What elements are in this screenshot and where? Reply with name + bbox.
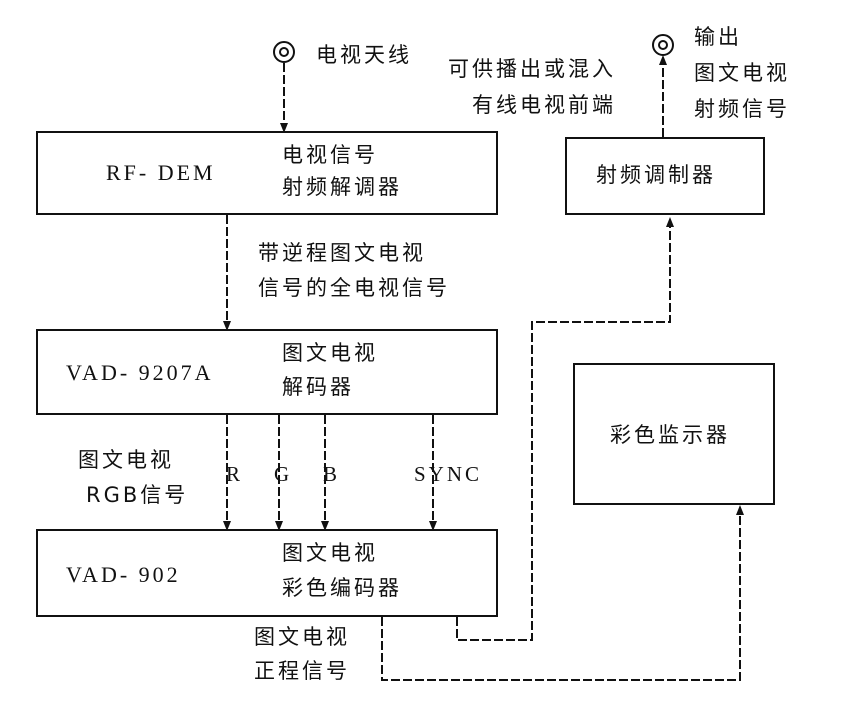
b-signal-label: B [323, 462, 341, 486]
output-label-line1: 输出 [694, 25, 742, 49]
output-antenna-icon [652, 34, 674, 56]
r-signal-label: R [226, 462, 244, 486]
sync-signal-label: SYNC [414, 462, 483, 486]
tv-antenna-icon [273, 41, 295, 63]
vad-9207a-model: VAD- 9207A [66, 360, 214, 385]
trace-signal-line2: 正程信号 [254, 659, 350, 683]
color-monitor-block [573, 363, 775, 505]
vad-902-desc-line2: 彩色编码器 [282, 576, 402, 600]
vad-9207a-desc-line1: 图文电视 [282, 341, 378, 365]
rf-modulator-label: 射频调制器 [596, 163, 716, 187]
cable-note-line2: 有线电视前端 [472, 93, 616, 117]
trace-signal-line1: 图文电视 [254, 625, 350, 649]
vad-9207a-desc-line2: 解码器 [282, 375, 354, 399]
cable-note-line1: 可供播出或混入 [448, 57, 616, 81]
rf-dem-desc-line1: 电视信号 [282, 143, 378, 167]
tv-antenna-label: 电视天线 [316, 43, 412, 67]
rf-dem-block [36, 131, 498, 215]
vad-902-desc-line1: 图文电视 [282, 541, 378, 565]
encoder-to-modulator-line [456, 217, 674, 641]
vad-9207a-block [36, 329, 498, 415]
vad-902-block [36, 529, 498, 617]
rf-dem-model: RF- DEM [106, 160, 216, 185]
vad-902-model: VAD- 902 [66, 562, 181, 587]
rf-modulator-block [565, 137, 765, 215]
rgb-label-line2: RGB信号 [86, 483, 189, 507]
output-label-line2: 图文电视 [694, 61, 790, 85]
composite-signal-line1: 带逆程图文电视 [258, 241, 426, 265]
g-signal-label: G [274, 462, 293, 486]
rgb-label-line1: 图文电视 [78, 448, 174, 472]
encoder-to-monitor-line [381, 505, 744, 681]
rf-dem-desc-line2: 射频解调器 [282, 175, 402, 199]
color-monitor-label: 彩色监示器 [610, 423, 730, 447]
output-label-line3: 射频信号 [694, 97, 790, 121]
composite-signal-line2: 信号的全电视信号 [258, 276, 450, 300]
